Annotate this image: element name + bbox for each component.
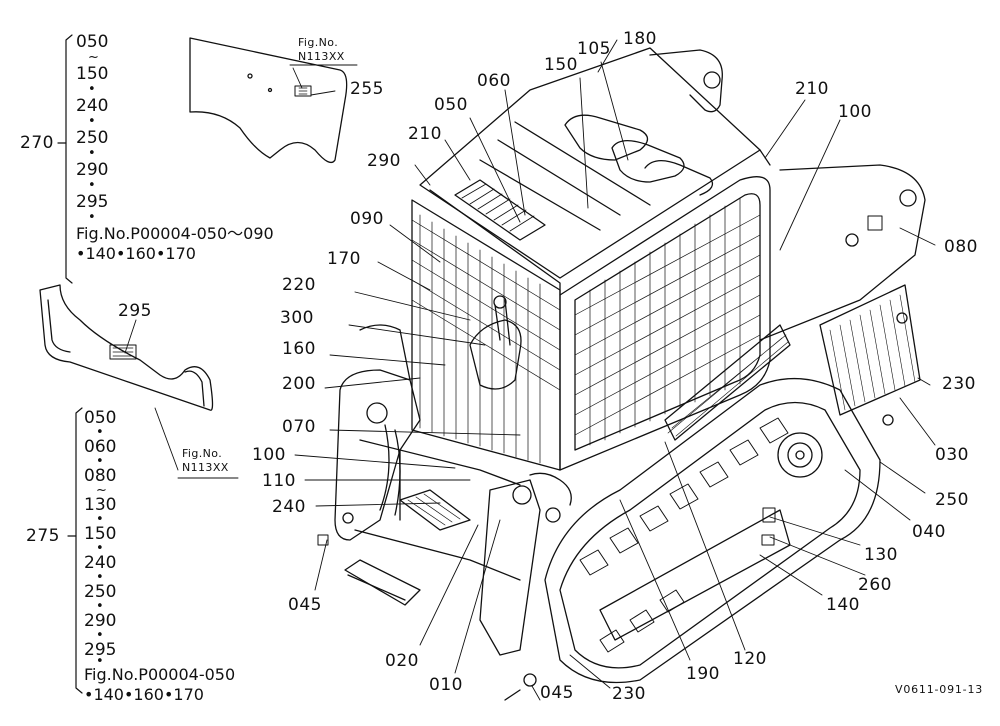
fig-ref-mid: Fig.No. N113XX <box>182 447 229 475</box>
group-270-item: 240 <box>76 96 109 116</box>
group-275-sep: • <box>96 654 104 669</box>
callout-010: 010 <box>429 675 463 695</box>
group-270-item: 250 <box>76 128 109 148</box>
group-270-sep: • <box>88 82 96 97</box>
callout-045: 045 <box>540 683 574 703</box>
group-270-item: 150 <box>76 64 109 84</box>
fig-ref-mid-line2: N113XX <box>182 461 229 474</box>
callout-110: 110 <box>262 471 296 491</box>
callout-100: 100 <box>252 445 286 465</box>
group-275-item: 080 <box>84 466 117 486</box>
group-275-ref-line1: Fig.No.P00004-050 <box>84 665 236 684</box>
callout-080: 080 <box>944 237 978 257</box>
callout-180: 180 <box>623 29 657 49</box>
fig-ref-top-line2: N113XX <box>298 50 345 63</box>
group-275-item: 295 <box>84 640 117 660</box>
callout-060: 060 <box>477 71 511 91</box>
group-275-item: 060 <box>84 437 117 457</box>
group-275-sep: • <box>96 541 104 556</box>
group-270-item: 290 <box>76 160 109 180</box>
group-275-ref-line2: •140•160•170 <box>84 685 204 704</box>
callout-220: 220 <box>282 275 316 295</box>
callout-140: 140 <box>826 595 860 615</box>
callout-295: 295 <box>118 301 152 321</box>
callout-170: 170 <box>327 249 361 269</box>
callout-230: 230 <box>612 684 646 704</box>
drawing-code: V0611-091-13 <box>895 683 984 696</box>
group-275-list: 050 • 060 • 080 ~ 130 • 150 • 240 • 250 … <box>84 410 235 705</box>
group-275-item: 130 <box>84 495 117 515</box>
group-275-sep: ~ <box>96 483 107 498</box>
group-270-sep: • <box>88 146 96 161</box>
plate-detail-295 <box>39 284 214 411</box>
callout-030: 030 <box>935 445 969 465</box>
callout-150: 150 <box>544 55 578 75</box>
fig-ref-top: Fig.No. N113XX <box>298 36 345 64</box>
callout-300: 300 <box>280 308 314 328</box>
group-270-list: 050 ~ 150 • 240 • 250 • 290 • 295 • Fig.… <box>76 32 274 264</box>
group-275-item: 290 <box>84 611 117 631</box>
group-270-item: 295 <box>76 192 109 212</box>
group-270-ref-line2: •140•160•170 <box>76 244 196 263</box>
callout-100: 100 <box>838 102 872 122</box>
fig-ref-top-line1: Fig.No. <box>298 36 339 49</box>
group-275-sep: • <box>96 425 104 440</box>
callout-250: 250 <box>935 490 969 510</box>
leader-lines <box>124 39 936 701</box>
group-270-sep: • <box>88 178 96 193</box>
callout-045: 045 <box>288 595 322 615</box>
callout-160: 160 <box>282 339 316 359</box>
group-270-sep: • <box>88 114 96 129</box>
group-275-item: 240 <box>84 553 117 573</box>
callout-290: 290 <box>367 151 401 171</box>
callout-240: 240 <box>272 497 306 517</box>
group-275-sep: • <box>96 512 104 527</box>
group-275-sep: • <box>96 454 104 469</box>
callout-090: 090 <box>350 209 384 229</box>
group-275-sep: • <box>96 599 104 614</box>
fig-ref-mid-line1: Fig.No. <box>182 447 223 460</box>
group-275-item: 250 <box>84 582 117 602</box>
callout-050: 050 <box>434 95 468 115</box>
callout-210: 210 <box>408 124 442 144</box>
group-270-sep: ~ <box>88 50 99 65</box>
callout-200: 200 <box>282 374 316 394</box>
callout-230: 230 <box>942 374 976 394</box>
group-275-label: 275 <box>26 526 60 546</box>
group-270-label: 270 <box>20 133 54 153</box>
callout-260: 260 <box>858 575 892 595</box>
list-brackets <box>57 34 83 694</box>
callout-070: 070 <box>282 417 316 437</box>
callout-130: 130 <box>864 545 898 565</box>
group-275-sep: • <box>96 570 104 585</box>
group-270-ref-line1: Fig.No.P00004-050～090 <box>76 224 274 243</box>
callout-190: 190 <box>686 664 720 684</box>
group-270-item: 050 <box>76 32 109 52</box>
callout-120: 120 <box>733 649 767 669</box>
panel-detail-255 <box>189 37 348 164</box>
callout-040: 040 <box>912 522 946 542</box>
group-275-item: 050 <box>84 408 117 428</box>
callout-105: 105 <box>577 39 611 59</box>
group-270-sep: • <box>88 210 96 225</box>
group-275-sep: • <box>96 628 104 643</box>
callout-020: 020 <box>385 651 419 671</box>
callout-255: 255 <box>350 79 384 99</box>
callout-210: 210 <box>795 79 829 99</box>
group-275-item: 150 <box>84 524 117 544</box>
